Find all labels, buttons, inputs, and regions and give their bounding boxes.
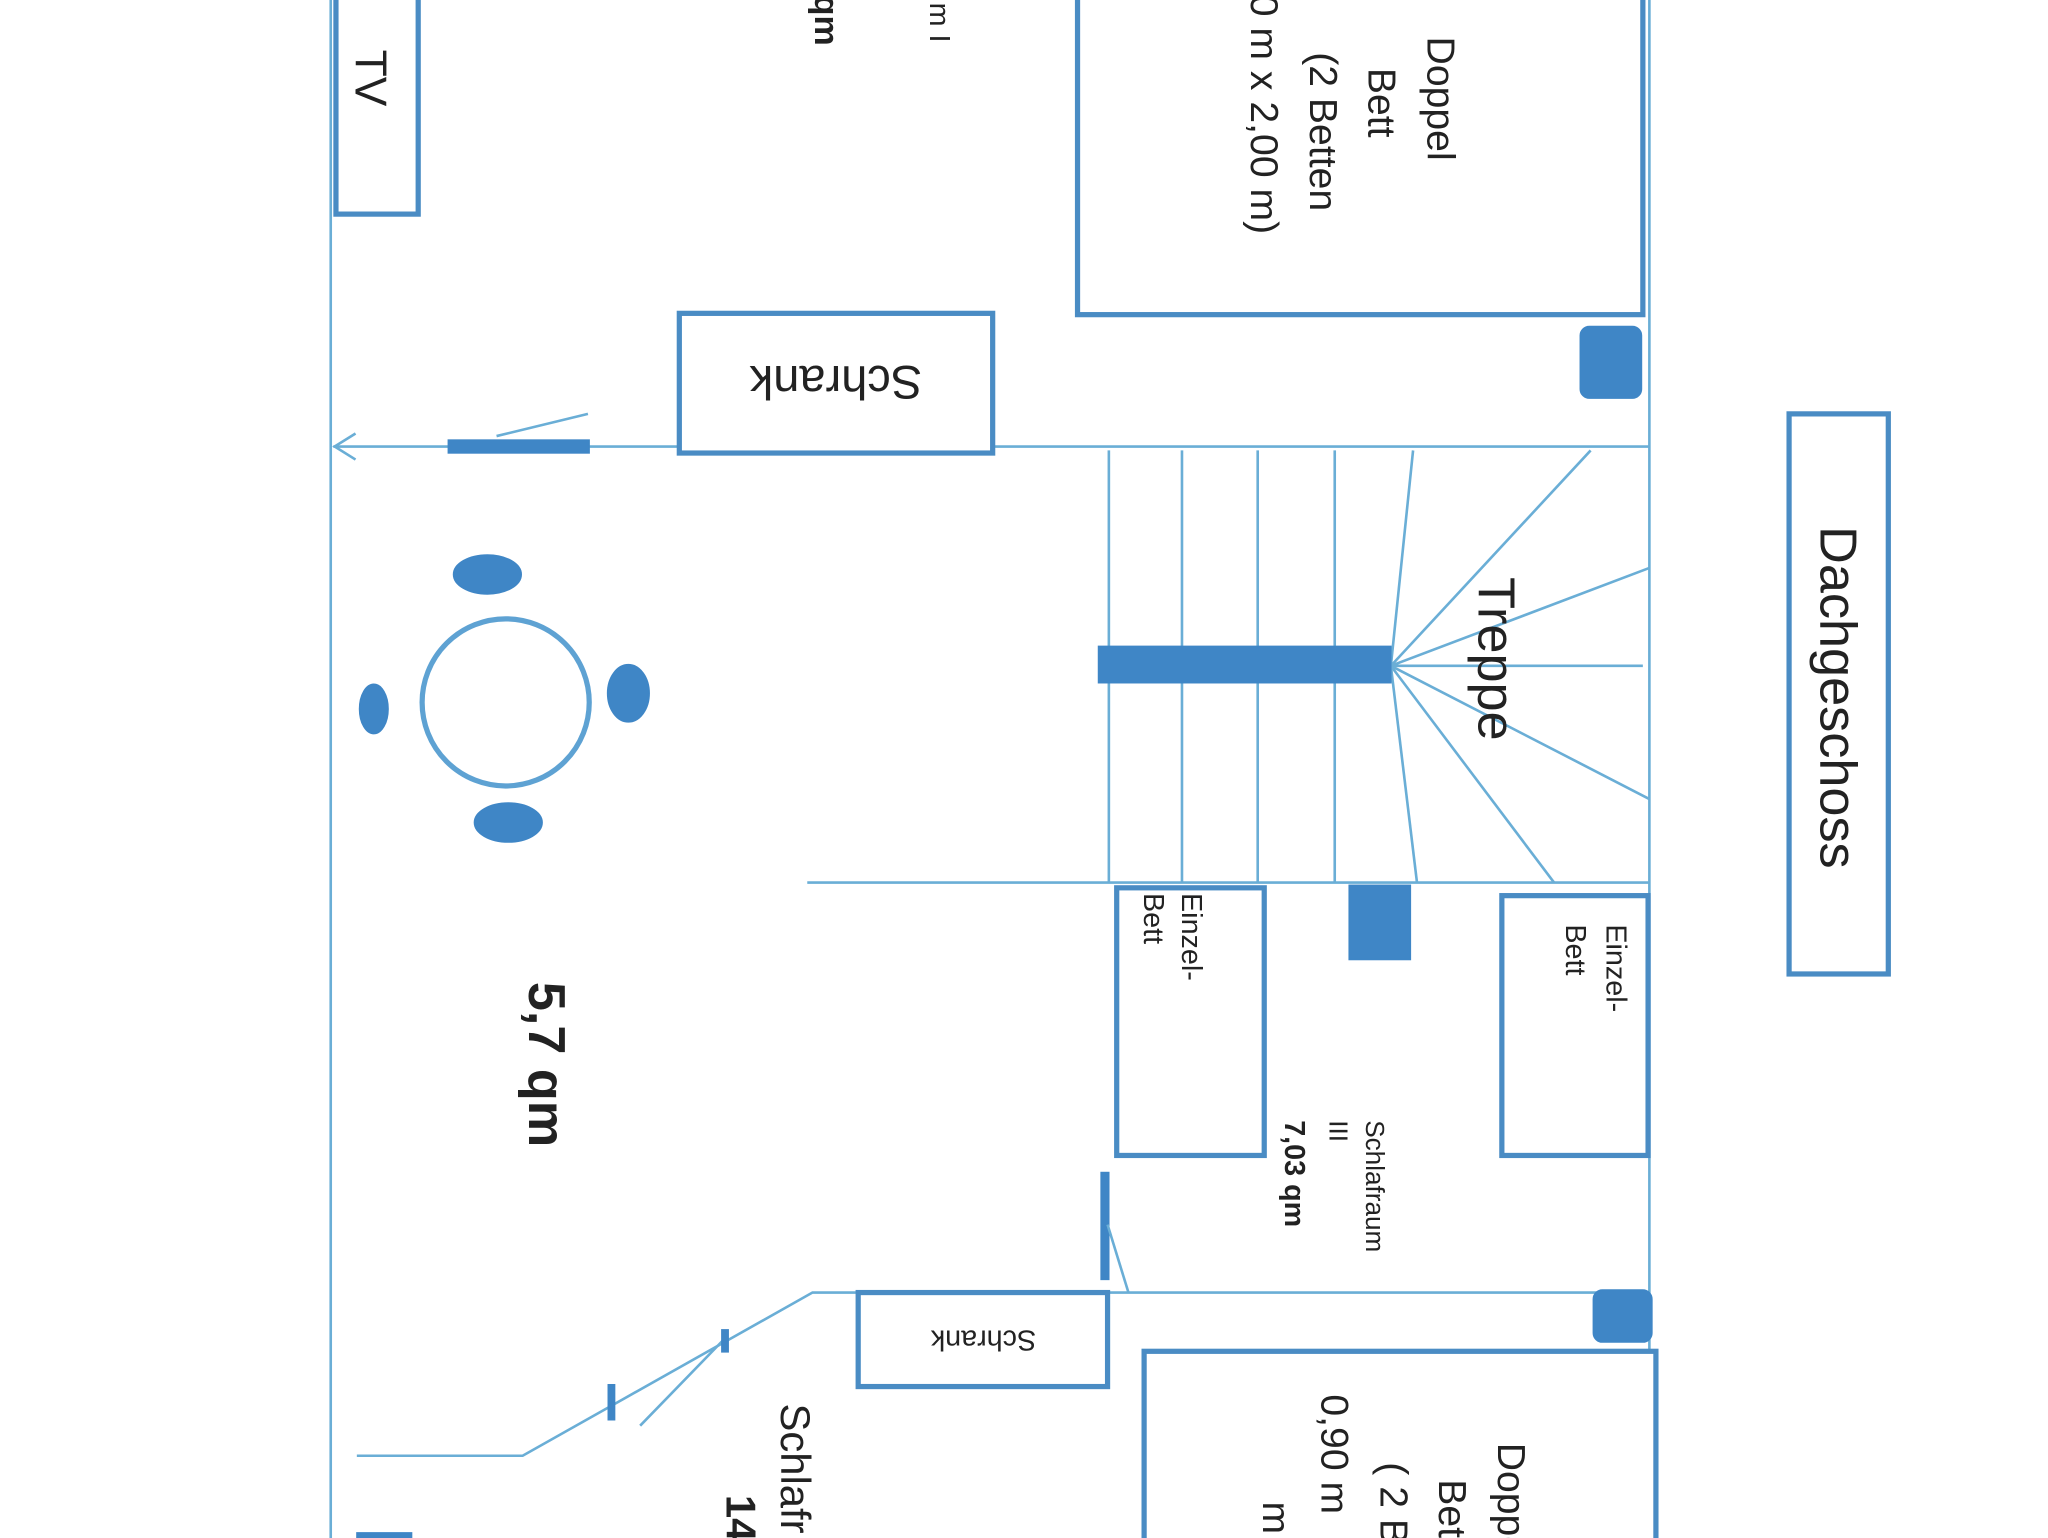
single-bed-right: [1499, 893, 1651, 1159]
door-swing-bedroom3: [1106, 1224, 1130, 1293]
room-number: III: [1324, 1120, 1354, 1142]
stairs-label: Treppe: [1466, 577, 1524, 741]
chair: [452, 554, 522, 595]
bed-label: (2 Betten: [1301, 52, 1344, 211]
bed-label: Einzel-: [1175, 893, 1207, 981]
bed-label: 0 m x 2,00 m): [1242, 0, 1285, 234]
tv-unit: [333, 0, 421, 217]
wardrobe-label: Schrank: [930, 1324, 1036, 1356]
bed-label: m: [1254, 1501, 1297, 1534]
chair: [358, 683, 389, 735]
wardrobe-label: Schrank: [749, 356, 922, 409]
single-bed-left: [1114, 885, 1267, 1159]
bed-label: Bett: [1430, 1479, 1473, 1538]
bed-label: Einzel-: [1599, 924, 1631, 1012]
door-swing-lower: [639, 1337, 726, 1427]
bed-label: Doppel: [1489, 1443, 1532, 1538]
room-name: Schlafraum: [1360, 1120, 1390, 1252]
pillar: [1592, 1289, 1653, 1343]
wall-lower: [356, 1291, 1650, 1458]
floor-title-box: [1786, 411, 1891, 977]
double-bed-top: [1074, 0, 1646, 318]
wardrobe-bottom: [855, 1289, 1111, 1390]
wardrobe-top: [676, 310, 996, 456]
floor-title: Dachgeschoss: [1808, 526, 1866, 869]
arrow-icon: [332, 432, 357, 461]
pillar: [1348, 884, 1412, 961]
door-swing-upper: [496, 412, 589, 438]
room-label-partial: m I: [923, 3, 955, 43]
room-area-partial: qm: [807, 0, 845, 46]
room-area: 7,03 qm: [1278, 1120, 1310, 1227]
bed-label: ( 2 Be: [1371, 1462, 1414, 1538]
double-bed-bottom: [1141, 1348, 1659, 1538]
bed-label: Bett: [1559, 924, 1591, 975]
bed-label: Doppel: [1418, 37, 1461, 161]
bed-label: Bett: [1360, 68, 1403, 138]
dining-table: [419, 616, 592, 789]
tv-label: TV: [346, 50, 395, 107]
room-name: Schlafr: [772, 1404, 819, 1534]
room-area: 14: [717, 1495, 764, 1538]
bed-label: Bett: [1137, 893, 1169, 944]
door-upper: [447, 439, 590, 454]
chair: [473, 802, 543, 843]
living-area-label: 5,7 qm: [517, 982, 575, 1147]
pillar: [1579, 325, 1643, 399]
chair: [606, 663, 650, 723]
bed-label: 0,90 m: [1313, 1394, 1356, 1514]
furniture-partial: [356, 1532, 413, 1538]
staircase: [1097, 449, 1650, 884]
